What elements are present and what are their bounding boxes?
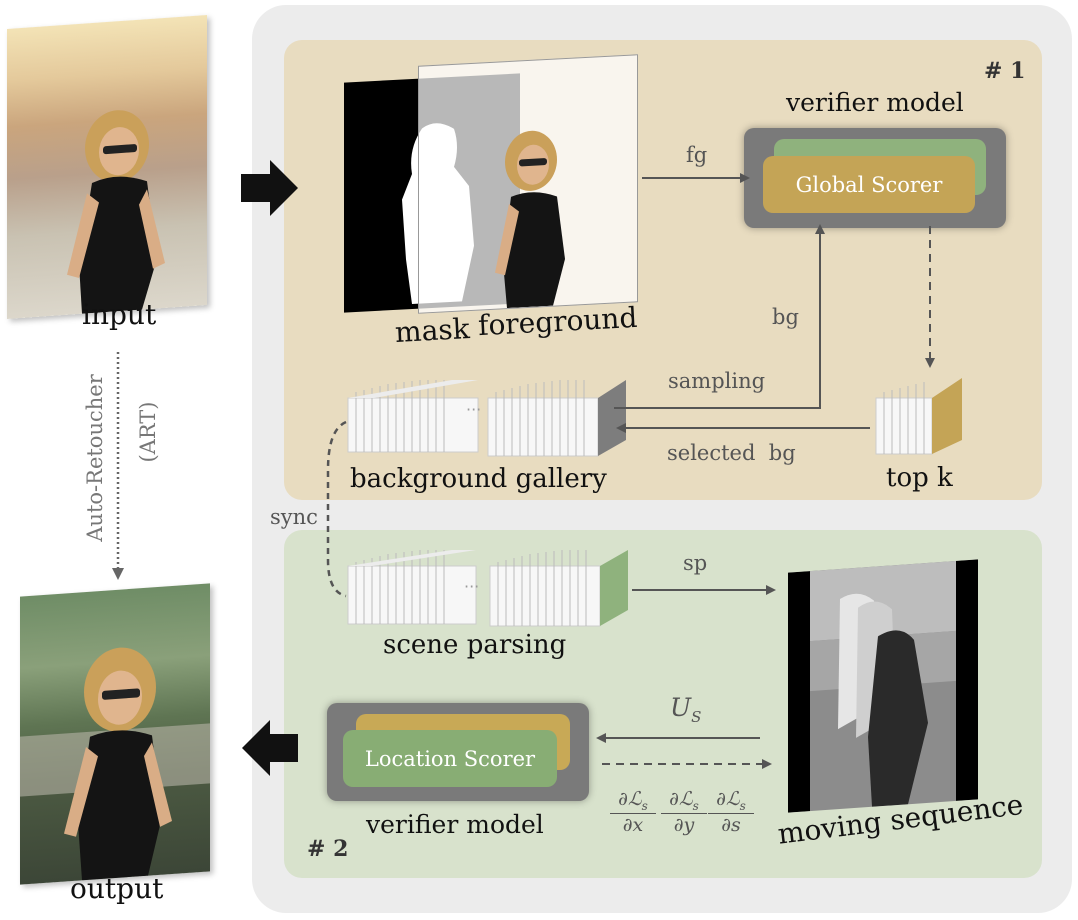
foreground-figure bbox=[495, 130, 565, 309]
input-photo-figure bbox=[67, 110, 165, 314]
gradient-y-num-sub: s bbox=[692, 798, 699, 813]
bg-label: bg bbox=[772, 305, 799, 329]
stage-2-tag: # 2 bbox=[307, 836, 349, 862]
location-scorer: Location Scorer bbox=[343, 730, 557, 787]
background-gallery-stack-right bbox=[487, 380, 626, 457]
gradient-s-den: ∂s bbox=[721, 813, 741, 836]
global-scorer: Global Scorer bbox=[763, 156, 975, 213]
top-k-stack bbox=[875, 378, 962, 455]
scene-parsing-stack-right bbox=[489, 550, 628, 627]
gradient-s-num: ∂ℒ bbox=[716, 788, 740, 810]
us-symbol: U bbox=[670, 693, 692, 722]
output-label: output bbox=[70, 872, 164, 905]
sampling-label: sampling bbox=[668, 369, 766, 393]
output-photo-figure bbox=[20, 647, 210, 881]
scene-parsing-ellipsis: ··· bbox=[464, 577, 479, 596]
scene-parsing-stack-left bbox=[347, 550, 477, 625]
sp-label: sp bbox=[683, 551, 708, 575]
verifier-model-bottom-label: verifier model bbox=[366, 810, 544, 839]
sync-label: sync bbox=[270, 505, 318, 529]
gradient-y-num: ∂ℒ bbox=[669, 788, 693, 810]
output-photo bbox=[20, 583, 210, 885]
location-scorer-label: Location Scorer bbox=[364, 746, 536, 771]
gradient-y-den: ∂y bbox=[673, 813, 695, 836]
global-scorer-label: Global Scorer bbox=[795, 172, 943, 197]
moving-sequence-image bbox=[788, 559, 978, 813]
scene-parsing-label: scene parsing bbox=[383, 630, 567, 660]
us-subscript: S bbox=[691, 708, 702, 726]
top-k-label: top k bbox=[886, 463, 953, 493]
input-label: input bbox=[82, 298, 157, 331]
input-photo bbox=[7, 15, 207, 319]
moving-sequence-layers bbox=[788, 559, 978, 813]
stage-1-tag: # 1 bbox=[984, 58, 1026, 84]
gradient-s-num-sub: s bbox=[739, 798, 746, 813]
input-arrow-icon bbox=[241, 160, 298, 216]
art-arrowhead-icon bbox=[112, 568, 124, 580]
sync-connector bbox=[326, 420, 347, 598]
gradient-x-den: ∂x bbox=[622, 813, 644, 836]
gradient-x-num: ∂ℒ bbox=[618, 788, 642, 810]
output-arrow-icon bbox=[242, 720, 298, 776]
us-label: US bbox=[670, 693, 701, 726]
background-gallery-label: background gallery bbox=[350, 464, 607, 494]
gradient-y: ∂ℒs ∂y bbox=[661, 788, 707, 836]
gradient-x-num-sub: s bbox=[641, 798, 648, 813]
fg-label: fg bbox=[686, 143, 708, 167]
gradient-x: ∂ℒs ∂x bbox=[610, 788, 656, 836]
selected-bg-label: selected bg bbox=[667, 441, 796, 465]
gallery-ellipsis: ··· bbox=[466, 400, 481, 419]
sampling-arrow bbox=[614, 224, 825, 409]
foreground-image bbox=[418, 54, 638, 314]
gradient-s: ∂ℒs ∂s bbox=[708, 788, 754, 836]
verifier-model-top-label: verifier model bbox=[786, 88, 964, 117]
background-gallery-stack-left bbox=[347, 380, 479, 453]
